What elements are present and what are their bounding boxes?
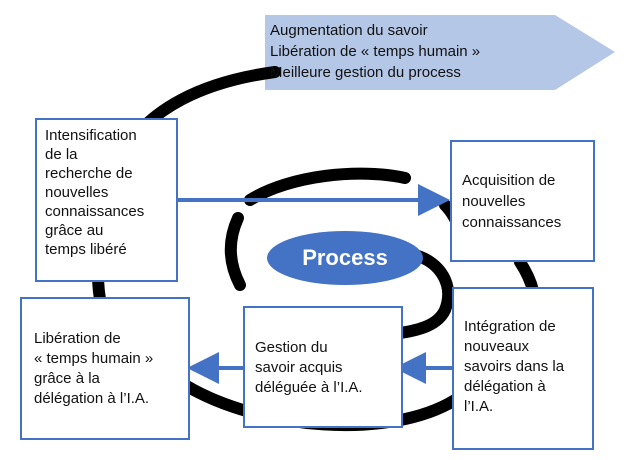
process-node: [267, 231, 423, 285]
box-integration: Intégration de nouveaux savoirs dans la …: [452, 287, 594, 450]
box-liberation: Libération de « temps humain » grâce à l…: [20, 297, 190, 440]
banner-text: Augmentation du savoir Libération de « t…: [270, 22, 481, 81]
box-gestion: Gestion du savoir acquis déléguée à l’I.…: [243, 306, 403, 428]
process-label: Process: [302, 245, 388, 270]
banner-arrow: [265, 15, 615, 90]
box-intensification: Intensification de la recherche de nouve…: [35, 118, 178, 282]
box-acquisition: Acquisition de nouvelles connaissances: [450, 140, 595, 262]
